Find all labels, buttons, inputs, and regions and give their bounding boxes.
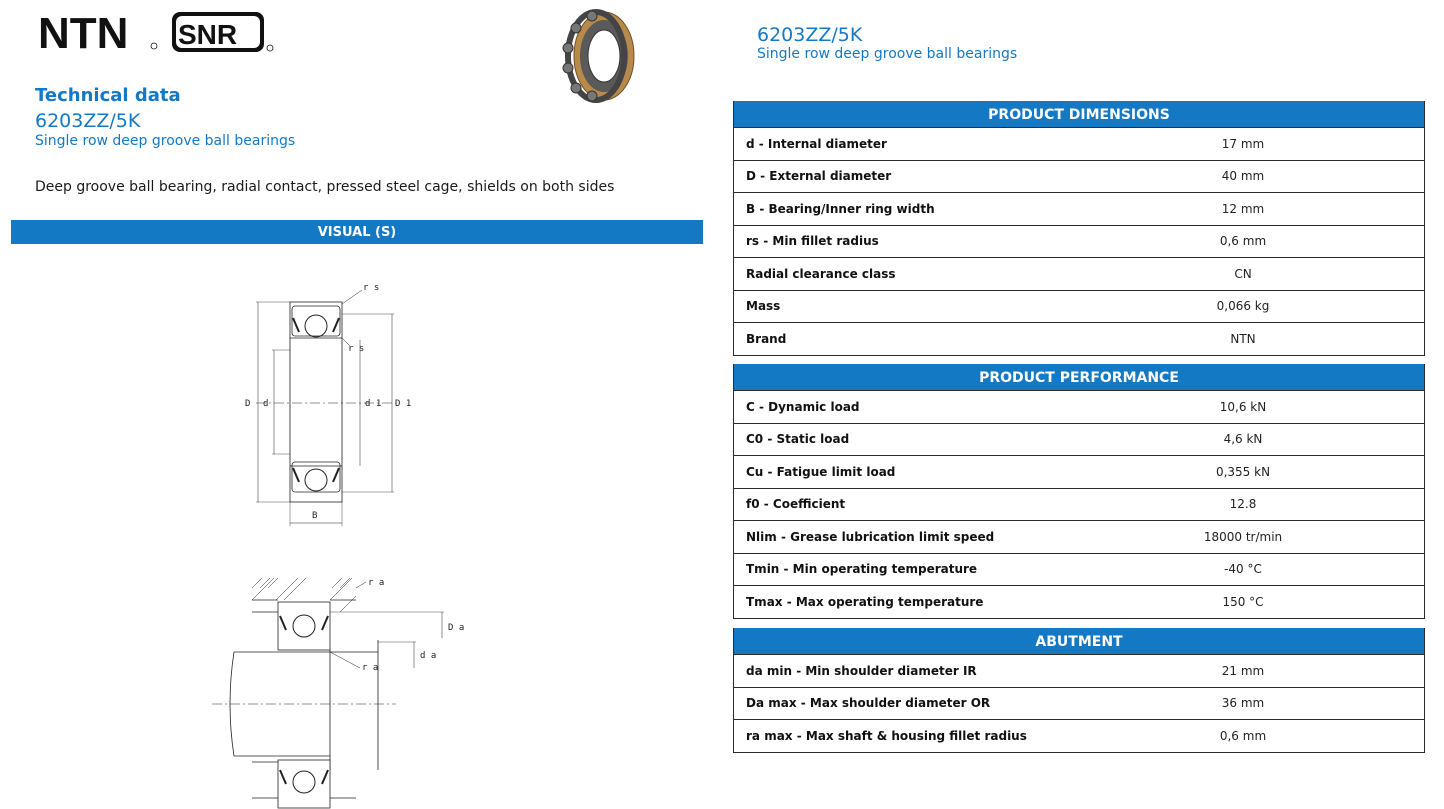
- label-ra-top: r a: [368, 578, 384, 588]
- row-key: Da max - Max shoulder diameter OR: [746, 696, 991, 711]
- row-value: 17 mm: [1221, 136, 1265, 151]
- product-subtitle-left: Single row deep groove ball bearings: [35, 133, 296, 149]
- table-row: Cu - Fatigue limit load 0,355 kN: [734, 455, 1424, 488]
- row-key: D - External diameter: [746, 169, 892, 184]
- label-d1: d 1: [365, 399, 381, 409]
- product-performance-table: PRODUCT PERFORMANCE C - Dynamic load 10,6…: [733, 364, 1425, 619]
- product-description: Deep groove ball bearing, radial contact…: [35, 179, 615, 195]
- product-header-right: 6203ZZ/5K Single row deep groove ball be…: [757, 24, 1017, 62]
- row-key: da min - Min shoulder diameter IR: [746, 663, 977, 678]
- product-subtitle: Single row deep groove ball bearings: [757, 46, 1018, 62]
- row-key: Brand: [746, 331, 787, 346]
- product-code: 6203ZZ/5K: [757, 24, 863, 46]
- table-row: Brand NTN: [734, 322, 1424, 355]
- table-row: ra max - Max shaft & housing fillet radi…: [734, 719, 1424, 752]
- row-key: f0 - Coefficient: [746, 497, 846, 512]
- row-key: Cu - Fatigue limit load: [746, 464, 896, 479]
- table-row: Tmin - Min operating temperature -40 °C: [734, 552, 1424, 586]
- product-performance-header: PRODUCT PERFORMANCE: [734, 364, 1424, 390]
- table-row: da min - Min shoulder diameter IR 21 mm: [734, 654, 1424, 687]
- table-row: d - Internal diameter 17 mm: [734, 127, 1424, 160]
- label-rs-inner: r s: [348, 344, 364, 354]
- table-row: C - Dynamic load 10,6 kN: [734, 390, 1424, 423]
- row-value: NTN: [1230, 331, 1256, 346]
- row-value: 40 mm: [1221, 169, 1265, 184]
- row-value: 0,066 kg: [1216, 299, 1270, 314]
- abutment-header: ABUTMENT: [734, 628, 1424, 654]
- row-value: 4,6 kN: [1223, 432, 1263, 447]
- product-dimensions-header: PRODUCT DIMENSIONS: [734, 101, 1424, 127]
- row-key: d - Internal diameter: [746, 136, 887, 151]
- label-rs-top: r s: [363, 283, 379, 293]
- table-row: Radial clearance class CN: [734, 257, 1424, 290]
- mounting-dimension-labels: r a r a D a d a: [362, 578, 464, 673]
- bearing-dimension-labels: r s r s D d d 1 D 1 B: [245, 283, 411, 521]
- row-value: 0,6 mm: [1219, 234, 1267, 249]
- table-row: Tmax - Max operating temperature 150 °C: [734, 585, 1424, 618]
- label-D1: D 1: [395, 399, 411, 409]
- table-row: D - External diameter 40 mm: [734, 159, 1424, 193]
- row-key: C - Dynamic load: [746, 399, 860, 414]
- label-B: B: [312, 511, 317, 521]
- label-Da: D a: [448, 623, 464, 633]
- mounting-drawing: [212, 577, 444, 809]
- row-key: Nlim - Grease lubrication limit speed: [746, 529, 995, 544]
- snr-logo: SNR: [178, 19, 237, 50]
- row-key: ra max - Max shaft & housing fillet radi…: [746, 728, 1027, 743]
- label-d: d: [263, 399, 268, 409]
- brand-logos: NTN SNR: [38, 9, 274, 58]
- row-key: rs - Min fillet radius: [746, 234, 879, 249]
- row-value: 36 mm: [1221, 696, 1265, 711]
- label-da: d a: [420, 651, 436, 661]
- technical-data-header: Technical data 6203ZZ/5K Single row deep…: [35, 85, 295, 149]
- row-key: Tmin - Min operating temperature: [746, 562, 978, 577]
- row-value: CN: [1234, 266, 1252, 281]
- row-value: -40 °C: [1224, 562, 1262, 577]
- technical-drawing: r s r s D d d 1 D 1 B: [200, 270, 520, 809]
- table-row: C0 - Static load 4,6 kN: [734, 422, 1424, 456]
- row-value: 0,355 kN: [1215, 464, 1271, 479]
- row-value: 12 mm: [1221, 201, 1265, 216]
- row-value: 12.8: [1229, 497, 1257, 512]
- visual-section-header: VISUAL (S): [11, 220, 703, 244]
- row-value: 150 °C: [1222, 594, 1264, 609]
- row-key: C0 - Static load: [746, 432, 850, 447]
- bearing-section-drawing: [256, 289, 396, 526]
- product-dimensions-table: PRODUCT DIMENSIONS d - Internal diameter…: [733, 101, 1425, 356]
- row-value: 10,6 kN: [1219, 399, 1267, 414]
- logo-area: NTN SNR: [38, 9, 278, 58]
- abutment-table: ABUTMENT da min - Min shoulder diameter …: [733, 628, 1425, 753]
- product-code-left: 6203ZZ/5K: [35, 110, 141, 132]
- row-key: Mass: [746, 299, 781, 314]
- table-row: Mass 0,066 kg: [734, 289, 1424, 323]
- row-key: Radial clearance class: [746, 266, 896, 281]
- table-row: f0 - Coefficient 12.8: [734, 487, 1424, 521]
- table-row: Da max - Max shoulder diameter OR 36 mm: [734, 686, 1424, 720]
- label-D: D: [245, 399, 250, 409]
- row-value: 18000 tr/min: [1203, 529, 1283, 544]
- bearing-product-image: [556, 8, 640, 104]
- table-row: Nlim - Grease lubrication limit speed 180…: [734, 520, 1424, 553]
- row-key: B - Bearing/Inner ring width: [746, 201, 935, 216]
- row-value: 0,6 mm: [1219, 728, 1267, 743]
- row-key: Tmax - Max operating temperature: [746, 594, 984, 609]
- page-title: Technical data: [35, 85, 181, 106]
- table-row: rs - Min fillet radius 0,6 mm: [734, 224, 1424, 258]
- table-row: B - Bearing/Inner ring width 12 mm: [734, 192, 1424, 225]
- row-value: 21 mm: [1221, 663, 1265, 678]
- label-ra-bottom: r a: [362, 663, 378, 673]
- ntn-logo: NTN: [38, 10, 128, 56]
